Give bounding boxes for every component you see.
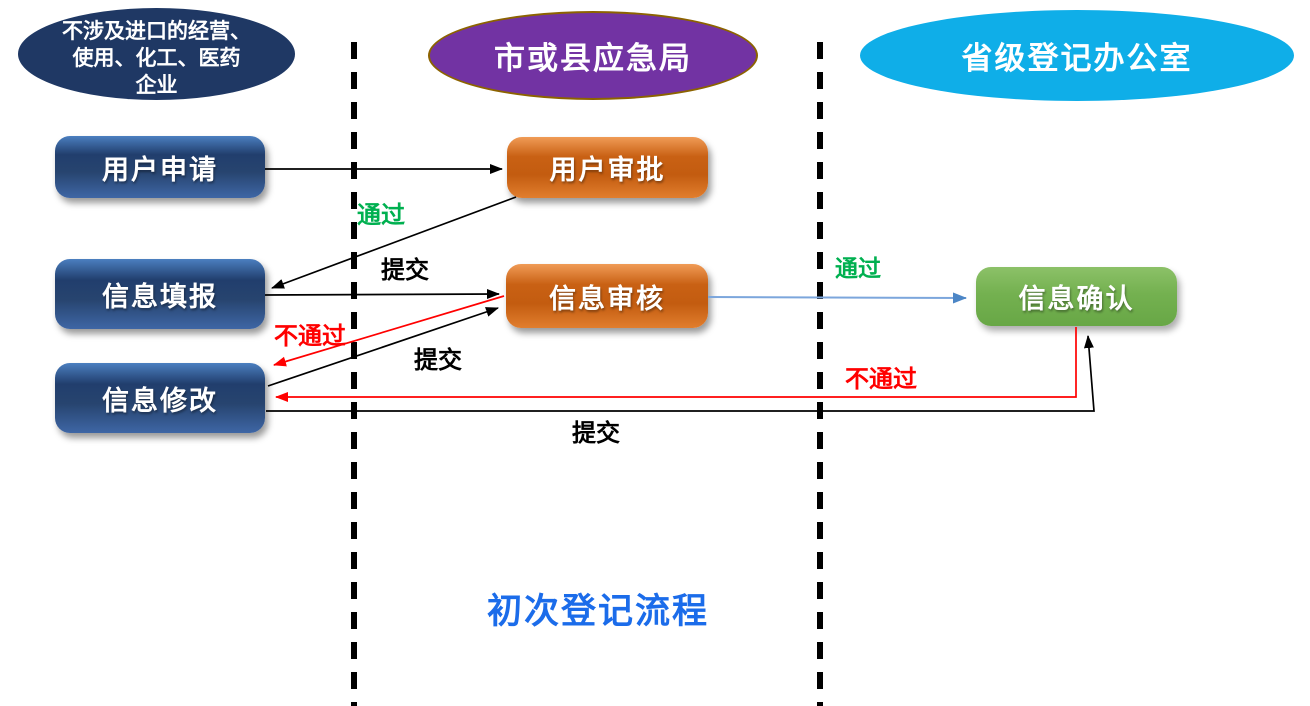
lane-header-enterprise: 不涉及进口的经营、 使用、化工、医药 企业 [18, 8, 295, 100]
node-info-review-label: 信息审核 [549, 283, 665, 315]
arrow-modify-submit-to-confirm [266, 335, 1095, 412]
node-info-review: 信息审核 [506, 264, 708, 328]
node-info-modify: 信息修改 [55, 363, 265, 433]
edge-label-modify-submit-confirm: 提交 [572, 419, 620, 447]
edge-label-modify-submit-review: 提交 [414, 346, 462, 374]
lane-header-office-text: 省级登记办公室 [961, 41, 1193, 77]
node-user-approve: 用户审批 [507, 137, 708, 198]
edge-label-review-fail: 不通过 [274, 322, 346, 350]
lane-header-enterprise-text: 不涉及进口的经营、 使用、化工、医药 企业 [62, 18, 251, 99]
lane-line-3: 企业 [135, 73, 178, 97]
node-user-apply: 用户申请 [55, 136, 265, 198]
lane-line-1: 不涉及进口的经营、 [62, 19, 251, 43]
lane-header-bureau-text: 市或县应急局 [494, 41, 692, 77]
node-info-fill-label: 信息填报 [102, 281, 218, 313]
edge-label-confirm-fail: 不通过 [845, 365, 917, 393]
node-user-apply-label: 用户申请 [102, 154, 218, 186]
lane-header-provincial-office: 省级登记办公室 [860, 10, 1294, 101]
node-info-confirm-label: 信息确认 [1018, 284, 1135, 315]
edge-label-fill-submit: 提交 [381, 256, 429, 284]
arrow-review-pass-to-confirm [707, 292, 967, 304]
node-user-approve-label: 用户审批 [549, 155, 666, 186]
lane-line-2: 使用、化工、医药 [72, 46, 241, 70]
node-info-modify-label: 信息修改 [102, 385, 218, 417]
diagram-title: 初次登记流程 [486, 592, 709, 632]
node-info-confirm: 信息确认 [976, 267, 1177, 326]
lane-header-city-county-bureau: 市或县应急局 [428, 11, 758, 100]
edge-label-approve-pass: 通过 [357, 201, 405, 229]
arrow-fill-submit-to-review [264, 289, 500, 300]
arrow-confirm-fail-to-modify [275, 327, 1077, 402]
node-info-fill: 信息填报 [55, 259, 265, 329]
edge-label-review-pass: 通过 [835, 256, 881, 282]
